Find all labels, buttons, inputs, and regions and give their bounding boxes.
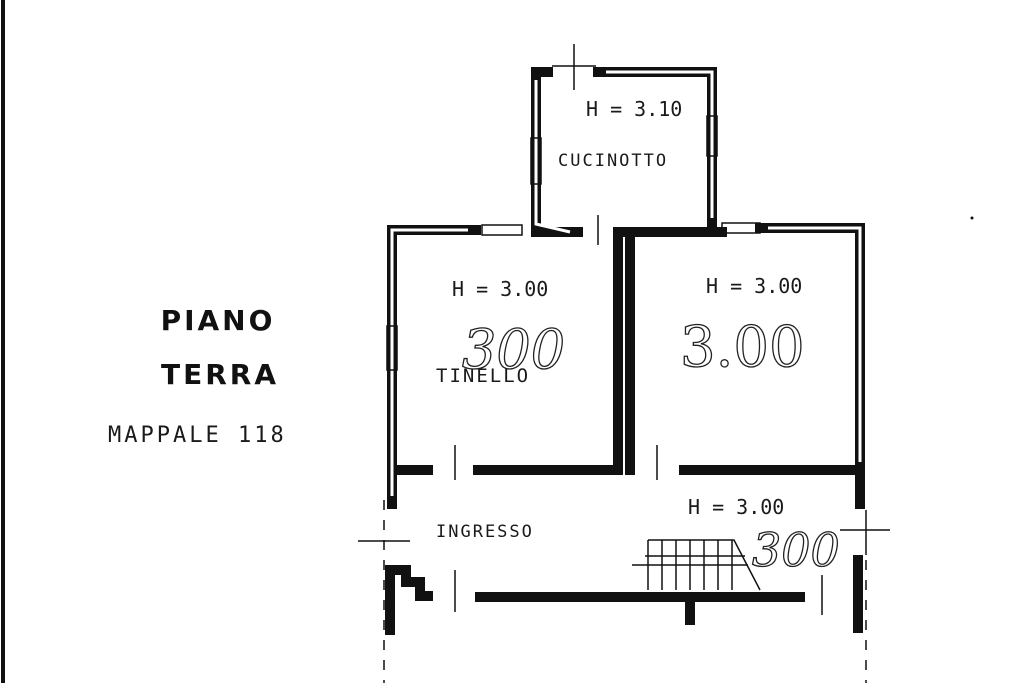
entrance-handwritten: 300 <box>752 523 840 577</box>
room-kitchen: H = 3.10 CUCINOTTO <box>558 97 682 171</box>
legend-line-1: PIANO <box>161 304 276 337</box>
living-handwritten: 300 <box>462 318 565 381</box>
living-height: H = 3.00 <box>452 277 548 301</box>
entrance-height: H = 3.00 <box>688 495 784 519</box>
windows <box>386 115 761 371</box>
reference-marks <box>358 44 974 683</box>
walls <box>385 67 865 635</box>
living-name: TINELLO <box>436 365 530 387</box>
right-room-height: H = 3.00 <box>706 274 802 298</box>
stairs <box>632 539 761 591</box>
kitchen-name: CUCINOTTO <box>558 151 668 171</box>
legend-parcel: MAPPALE 118 <box>108 423 287 448</box>
room-entrance: H = 3.00 INGRESSO 300 <box>436 495 840 578</box>
room-right: H = 3.00 3.00 <box>679 274 805 381</box>
right-room-handwritten: 3.00 <box>680 315 805 380</box>
entrance-name: INGRESSO <box>436 522 534 542</box>
room-living: H = 3.00 300 TINELLO <box>436 277 566 387</box>
legend-line-2: TERRA <box>161 358 279 391</box>
plan-legend: PIANO TERRA MAPPALE 118 <box>108 304 287 448</box>
door-markers <box>454 215 823 615</box>
kitchen-height: H = 3.10 <box>586 97 682 121</box>
